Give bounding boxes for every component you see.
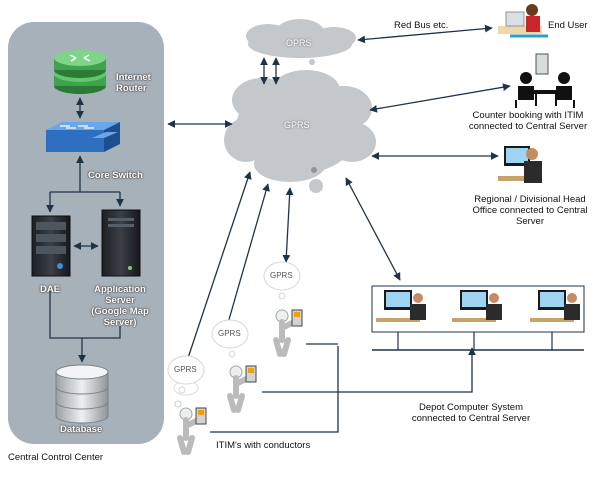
itim-conductors-label: ITIM's with conductors [216, 440, 311, 451]
conductor-icon [227, 365, 257, 413]
servers-db-link [49, 290, 121, 339]
conductor1-depot-wire [210, 346, 339, 433]
gprs-bubble-2 [211, 319, 249, 358]
gprs-bubble-label-2: GPRS [218, 329, 241, 338]
workstation-icon [452, 290, 502, 322]
workstation-icon [530, 290, 580, 322]
dae-server-icon [31, 215, 71, 277]
workstation-icon [376, 290, 426, 322]
gprs-depot-link [345, 177, 401, 281]
gprs-bubble-label-1: GPRS [174, 365, 197, 374]
gprs-bubble-3 [263, 261, 301, 300]
database-icon [55, 364, 109, 424]
counter-booking-label: Counter booking with ITIM connected to C… [468, 110, 588, 132]
gprs-counter-link [369, 83, 511, 113]
gprs-conductor2-link [224, 183, 270, 331]
oprs-endusers-link [357, 24, 493, 44]
core-switch-label: Core Switch [88, 170, 143, 181]
gprs-bubble-label-3: GPRS [270, 271, 293, 280]
oprs-cloud-icon [246, 19, 356, 65]
end-user-label: End User [548, 20, 588, 31]
control-center-caption: Central Control Center [8, 452, 104, 463]
conductor-icon [273, 309, 303, 357]
internet-router-label: Internet Router [116, 72, 151, 94]
red-bus-label: Red Bus etc. [394, 20, 449, 31]
counter-booking-icon [515, 53, 575, 108]
regional-office-label: Regional / Divisional Head Office connec… [472, 194, 588, 227]
router-icon [54, 50, 106, 94]
conductor2-depot-wire [262, 347, 476, 393]
switch-icon [46, 122, 120, 152]
gprs-cloud-icon [224, 70, 376, 193]
gprs-label: GPRS [284, 120, 310, 130]
conductor-icon [173, 380, 207, 455]
gprs-bubble-1 [167, 355, 205, 394]
application-server-label: Application Server (Google Map Server) [91, 284, 149, 328]
end-user-icon [498, 4, 548, 38]
dae-label: DAE [40, 284, 61, 295]
control-center-panel [8, 22, 164, 444]
regional-office-icon [498, 146, 542, 183]
oprs-label: OPRS [286, 38, 312, 48]
application-server-icon [101, 209, 141, 277]
gprs-conductor3-link [282, 187, 294, 263]
database-label: Database [60, 424, 103, 435]
depot-system-label: Depot Computer System connected to Centr… [411, 402, 531, 424]
